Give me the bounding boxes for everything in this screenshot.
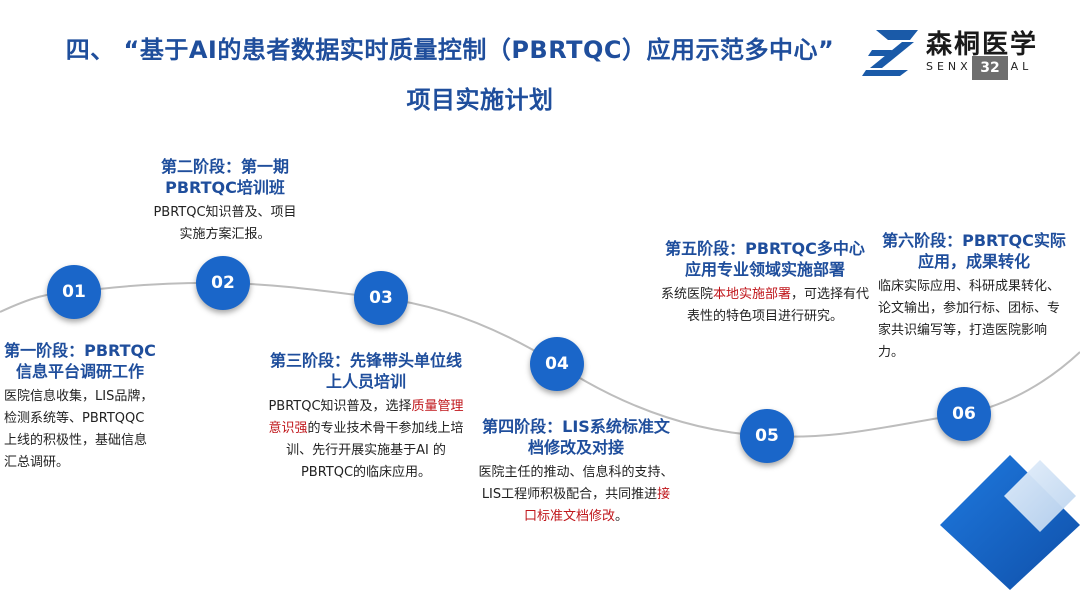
logo-mark-icon — [862, 30, 918, 76]
stage-5-desc-post: ，可选择有代表性的特色项目进行研究。 — [686, 287, 870, 324]
stage-node-01: 01 — [47, 265, 101, 319]
stage-2-desc: PBRTQC知识普及、项目实施方案汇报。 — [153, 205, 297, 242]
stage-6: 第六阶段：PBRTQC实际应用，成果转化 临床实际应用、科研成果转化、论文输出，… — [878, 230, 1070, 364]
stage-node-04: 04 — [530, 337, 584, 391]
stage-1-heading: 第一阶段：PBRTQC信息平台调研工作 — [4, 341, 156, 381]
stage-4-desc: 医院主任的推动、信息科的支持、LIS工程师积极配合，共同推进接口标准文档修改。 — [476, 462, 676, 528]
stage-3-desc-pre: PBRTQC知识普及，选择 — [268, 399, 412, 414]
logo-brand-text: 森桐医学 — [926, 30, 1039, 60]
stage-5-heading: 第五阶段：PBRTQC多中心应用专业领域实施部署 — [665, 239, 865, 279]
stage-5: 第五阶段：PBRTQC多中心应用专业领域实施部署 系统医院本地实施部署，可选择有… — [660, 238, 870, 328]
stage-5-desc: 系统医院本地实施部署，可选择有代表性的特色项目进行研究。 — [660, 284, 870, 328]
stage-2-heading: 第二阶段：第一期PBRTQC培训班 — [160, 157, 289, 197]
stage-node-06: 06 — [937, 387, 991, 441]
stage-5-desc-pre: 系统医院 — [660, 287, 713, 302]
stage-6-heading: 第六阶段：PBRTQC实际应用，成果转化 — [882, 231, 1066, 271]
stage-4-desc-post: 。 — [615, 509, 629, 524]
stage-2: 第二阶段：第一期PBRTQC培训班 PBRTQC知识普及、项目实施方案汇报。 — [150, 156, 300, 246]
stage-4-heading: 第四阶段：LIS系统标准文档修改及对接 — [482, 417, 670, 457]
slide-title-line2: 项目实施计划 — [406, 86, 554, 114]
stage-node-03: 03 — [354, 271, 408, 325]
stage-3: 第三阶段：先锋带头单位线上人员培训 PBRTQC知识普及，选择质量管理意识强的专… — [266, 350, 466, 484]
stage-1: 第一阶段：PBRTQC信息平台调研工作 医院信息收集，LIS品牌，检测系统等、P… — [4, 340, 156, 474]
stage-node-05: 05 — [740, 409, 794, 463]
stage-3-desc: PBRTQC知识普及，选择质量管理意识强的专业技术骨干参加线上培训、先行开展实施… — [266, 396, 466, 484]
stage-6-desc: 临床实际应用、科研成果转化、论文输出，参加行标、团标、专家共识编写等，打造医院影… — [878, 279, 1061, 360]
company-logo: 森桐医学 SENX DICAL — [862, 20, 1062, 80]
stage-5-desc-highlight: 本地实施部署 — [712, 287, 791, 302]
stage-4: 第四阶段：LIS系统标准文档修改及对接 医院主任的推动、信息科的支持、LIS工程… — [476, 416, 676, 528]
stage-3-heading: 第三阶段：先锋带头单位线上人员培训 — [269, 351, 462, 391]
stage-1-desc: 医院信息收集，LIS品牌，检测系统等、PBRTQQC上线的积极性，基础信息汇总调… — [4, 389, 154, 470]
slide-title-line1: 四、 “基于AI的患者数据实时质量控制（PBRTQC）应用示范多中心” — [65, 36, 835, 64]
stage-3-desc-highlight: 质量管理意识强 — [268, 399, 464, 436]
page-number-badge: 32 — [972, 56, 1008, 80]
stage-4-desc-highlight: 接口标准文档修改 — [523, 487, 671, 524]
stage-node-02: 02 — [196, 256, 250, 310]
stage-3-desc-post: 的专业技术骨干参加线上培训、先行开展实施基于AI 的PBRTQC的临床应用。 — [286, 421, 464, 480]
stage-4-desc-pre: 医院主任的推动、信息科的支持、LIS工程师积极配合，共同推进 — [478, 465, 674, 502]
